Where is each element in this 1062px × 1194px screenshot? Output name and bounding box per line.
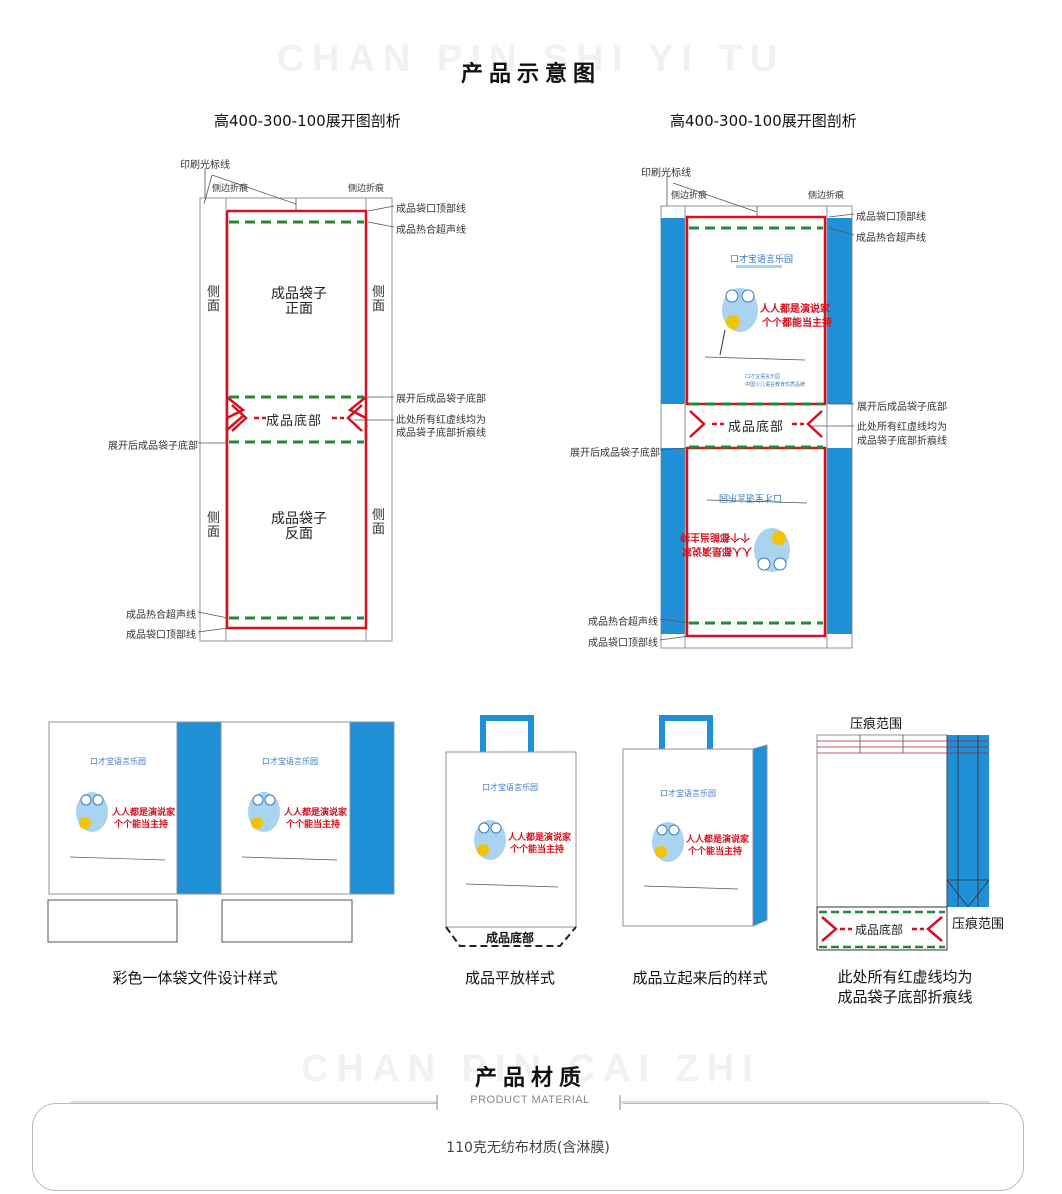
svg-text:人人都是演说家: 人人都是演说家 (681, 545, 752, 558)
svg-text:口才宝语言乐园: 口才宝语言乐园 (90, 756, 146, 766)
svg-text:中国少儿语言教育优质品牌: 中国少儿语言教育优质品牌 (745, 381, 805, 388)
press-range-label: 压痕范围 (850, 717, 903, 732)
section-watermark: CHAN PIN CAI ZHI (301, 1048, 761, 1090)
red-crease-note: 此处所有红虚线均为 成品袋子底部折痕线 (396, 415, 486, 439)
back-panel-label: 成品袋子 反面 (271, 511, 327, 542)
right-diagram-subtitle: 高400-300-100展开图剖析 (670, 112, 857, 130)
unfold-bottom-label: 展开后成品袋子底部 (396, 394, 486, 405)
svg-text:口才宝语言乐园: 口才宝语言乐园 (660, 788, 716, 798)
side-fold-label: 侧边折痕 (671, 191, 708, 201)
side-panel-label: 侧面 (207, 511, 221, 540)
fold-bottom-label: 成品底部 (855, 923, 904, 937)
svg-text:口才宝语言乐园: 口才宝语言乐园 (482, 782, 538, 792)
svg-text:口才宝语言乐园: 口才宝语言乐园 (262, 756, 318, 766)
svg-text:个个能当主持: 个个能当主持 (285, 818, 340, 830)
svg-text:口才宝语言乐园: 口才宝语言乐园 (730, 253, 793, 265)
svg-text:人人都是演说家: 人人都是演说家 (111, 806, 176, 818)
svg-text:个个都能当主持: 个个都能当主持 (680, 531, 751, 544)
mouth-bottom-label: 成品袋口顶部线 (126, 630, 196, 641)
caption-design: 彩色一体袋文件设计样式 (112, 969, 278, 987)
svg-text:人人都是演说家: 人人都是演说家 (283, 806, 348, 818)
mouth-top-label: 成品袋口顶部线 (396, 204, 466, 215)
bottom-label: 成品底部 (266, 414, 323, 429)
side-panel-label: 侧面 (372, 285, 386, 314)
svg-text:人人都是演说家: 人人都是演说家 (760, 302, 831, 315)
unfold-bottom-label: 展开后成品袋子底部 (857, 402, 947, 413)
heat-seal-label: 成品热合超声线 (588, 617, 658, 628)
red-crease-note: 此处所有红虚线均为 成品袋子底部折痕线 (857, 422, 947, 447)
unfold-bottom-label: 展开后成品袋子底部 (108, 441, 198, 452)
material-text: 110克无纺布材质(含淋膜) (446, 1140, 610, 1156)
heat-seal-label: 成品热合超声线 (126, 610, 196, 621)
svg-text:口才宝语言乐园: 口才宝语言乐园 (745, 373, 780, 380)
press-range-label: 压痕范围 (952, 917, 1005, 932)
svg-text:人人都是演说家: 人人都是演说家 (507, 831, 572, 843)
mouth-top-label: 成品袋口顶部线 (856, 212, 926, 223)
print-line-label: 印刷光标线 (641, 168, 691, 179)
heat-seal-label: 成品热合超声线 (396, 225, 466, 236)
left-diagram-subtitle: 高400-300-100展开图剖析 (214, 112, 401, 130)
section-title: 产品材质 (474, 1066, 587, 1091)
material-subtitle: PRODUCT MATERIAL (470, 1094, 590, 1106)
side-panel-label: 侧面 (372, 508, 386, 537)
heat-seal-label: 成品热合超声线 (856, 233, 926, 244)
front-panel-label: 成品袋子 正面 (271, 286, 327, 317)
mouth-bottom-label: 成品袋口顶部线 (588, 638, 658, 649)
svg-text:人人都是演说家: 人人都是演说家 (685, 833, 750, 845)
side-fold-label: 侧边折痕 (348, 184, 385, 194)
flat-bottom-label: 成品底部 (486, 931, 535, 945)
side-fold-label: 侧边折痕 (212, 184, 249, 194)
svg-text:个个能当主持: 个个能当主持 (687, 845, 742, 857)
section-title: 产品示意图 (460, 62, 601, 87)
svg-text:个个能当主持: 个个能当主持 (509, 843, 564, 855)
svg-text:个个能当主持: 个个能当主持 (113, 818, 168, 830)
side-panel-label: 侧面 (207, 285, 221, 314)
unfold-bottom-label: 展开后成品袋子底部 (570, 448, 660, 459)
section-watermark: CHAN PIN SHI YI TU (276, 38, 786, 80)
side-fold-label: 侧边折痕 (808, 191, 845, 201)
bottom-label: 成品底部 (728, 420, 785, 435)
svg-text:个个都能当主持: 个个都能当主持 (761, 316, 832, 329)
caption-standing: 成品立起来后的样式 (632, 969, 768, 987)
print-line-label: 印刷光标线 (180, 160, 230, 171)
caption-crease-note: 此处所有红虚线均为 成品袋子底部折痕线 (837, 968, 973, 1006)
caption-flat: 成品平放样式 (464, 969, 555, 987)
